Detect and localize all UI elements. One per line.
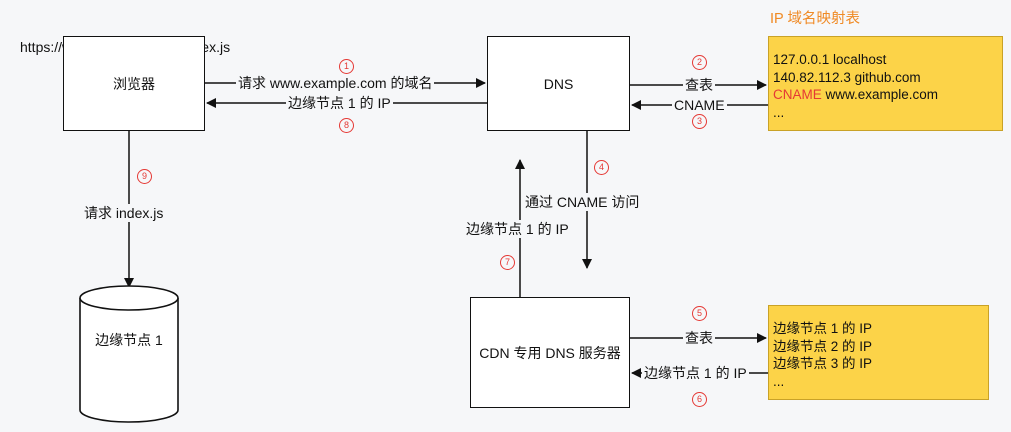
browser-node: 浏览器 (63, 36, 205, 131)
ip-table-row: 127.0.0.1 localhost (773, 52, 887, 67)
edge-node-label: 边缘节点 1 (95, 332, 163, 348)
request-domain-label: 请求 www.example.com 的域名 (236, 74, 435, 92)
browser-label: 浏览器 (113, 75, 155, 92)
step-7-marker: 7 (500, 255, 515, 270)
dns-label: DNS (543, 75, 574, 92)
cdn-table-row: 边缘节点 2 的 IP (773, 338, 873, 354)
ip-mapping-table: 127.0.0.1 localhost 140.82.112.3 github.… (768, 36, 1003, 131)
ip-table-row: CNAME www.example.com (773, 87, 939, 103)
step-1-marker: 1 (339, 59, 354, 74)
step-5-marker: 5 (692, 306, 707, 321)
cdn-table-row: ... (773, 373, 785, 389)
step-8-marker: 8 (339, 118, 354, 133)
step-3-marker: 3 (692, 114, 707, 129)
cdn-dns-label: CDN 专用 DNS 服务器 (479, 344, 621, 361)
edge-ip-up-label: 边缘节点 1 的 IP (464, 220, 571, 238)
lookup-label-2: 查表 (683, 329, 715, 347)
ip-table-row: ... (773, 104, 785, 120)
step-4-marker: 4 (594, 160, 609, 175)
edge-ip-back-label: 边缘节点 1 的 IP (642, 364, 749, 382)
ip-table-title: IP 域名映射表 (770, 11, 860, 27)
cdn-table-row: 边缘节点 1 的 IP (773, 321, 873, 336)
step-6-marker: 6 (692, 392, 707, 407)
cname-return-label: CNAME (672, 96, 727, 114)
cname-tag: CNAME (773, 87, 822, 103)
cdn-table-row: 边缘节点 3 的 IP (773, 356, 873, 372)
step-9-marker: 9 (137, 169, 152, 184)
cdn-dns-node: CDN 专用 DNS 服务器 (470, 297, 630, 408)
ip-table-row: 140.82.112.3 github.com (773, 69, 921, 85)
lookup-label-1: 查表 (683, 76, 715, 94)
edge-ip-return-label: 边缘节点 1 的 IP (286, 94, 393, 112)
dns-node: DNS (487, 36, 630, 131)
via-cname-label: 通过 CNAME 访问 (523, 193, 642, 211)
cdn-node-table: 边缘节点 1 的 IP 边缘节点 2 的 IP 边缘节点 3 的 IP ... (768, 305, 989, 400)
edge-node-cylinder (79, 285, 179, 423)
step-2-marker: 2 (692, 55, 707, 70)
request-js-label: 请求 index.js (82, 204, 166, 222)
